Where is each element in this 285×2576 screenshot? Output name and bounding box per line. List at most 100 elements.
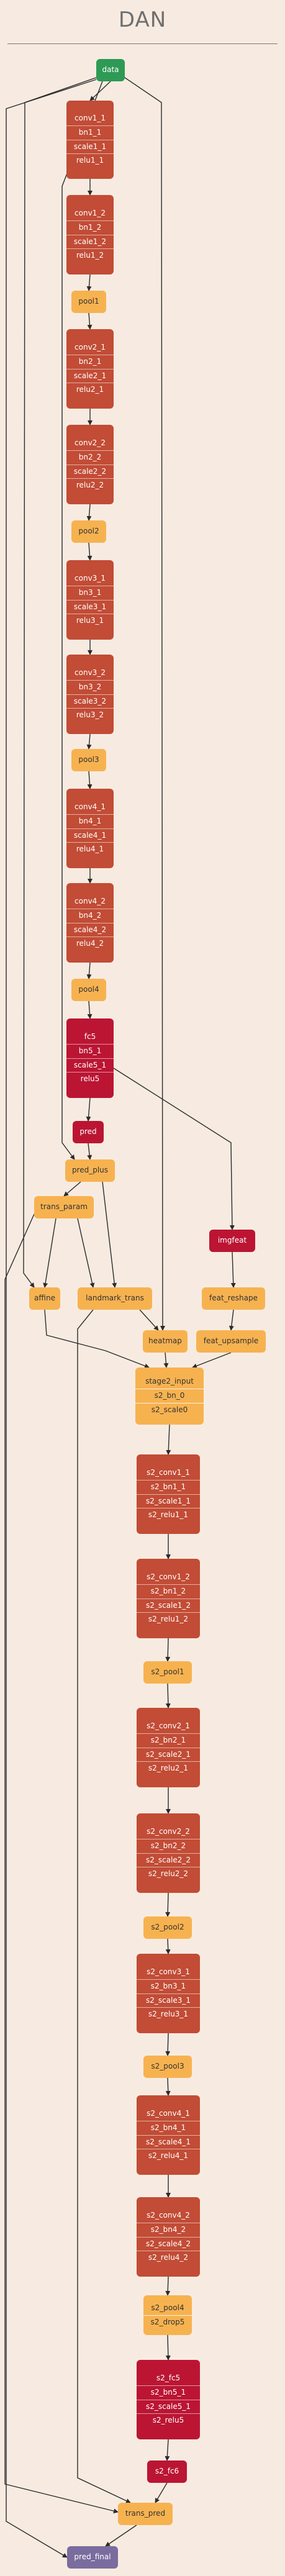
node-pool1: pool1: [71, 291, 106, 313]
node-label: s2_scale2_2: [137, 1853, 200, 1867]
node-label: s2_conv1_2: [147, 1572, 190, 1581]
node-label: s2_scale4_1: [137, 2134, 200, 2149]
edge-c1-2-to-pool1: [86, 274, 92, 291]
node-label: s2_pool2: [151, 1923, 184, 1932]
edge-imgfeat-to-feat-reshape: [230, 1251, 236, 1288]
node-label: s2_relu2_1: [137, 1761, 200, 1776]
node-label: relu1_1: [66, 153, 114, 168]
node-label: s2_relu3_1: [137, 2007, 200, 2021]
node-pool3: pool3: [71, 749, 106, 771]
node-label: pred: [79, 1127, 97, 1136]
node-label: pool4: [78, 985, 99, 994]
node-s2fc6: s2_fc6: [147, 2460, 187, 2483]
edge-pool3-to-c4-1: [87, 771, 93, 789]
edge-pool2-to-c3-1: [87, 542, 93, 561]
node-label: s2_fc5: [156, 2373, 181, 2382]
node-label: s2_scale2_1: [137, 1747, 200, 1762]
node-label: s2_conv1_1: [147, 1467, 190, 1477]
edge-trans-pred-to-pred-final: [105, 2524, 137, 2547]
edge-s2fc5-to-s2fc6: [165, 2439, 170, 2461]
edge-feat-upsample-to-stage2-input: [192, 1352, 232, 1369]
node-label: s2_bn5_1: [137, 2385, 200, 2400]
node-label: scale3_2: [66, 694, 114, 709]
node-label: bn3_2: [66, 679, 114, 694]
edge-pred-plus-to-landmark-trans: [102, 1181, 117, 1288]
node-label: s2_pool3: [151, 2062, 184, 2071]
node-affine: affine: [29, 1287, 60, 1310]
node-label: s2_conv3_1: [147, 1967, 190, 1976]
node-label: scale4_1: [66, 828, 114, 843]
node-s2pool2: s2_pool2: [143, 1916, 192, 1939]
node-label: s2_relu2_2: [137, 1867, 200, 1881]
node-label: conv3_2: [75, 668, 106, 677]
node-s2pool1: s2_pool1: [143, 1661, 192, 1684]
edge-data-to-affine: [23, 77, 97, 1288]
node-label: conv1_1: [75, 113, 106, 122]
node-label: s2_conv2_1: [147, 1721, 190, 1730]
node-label: feat_upsample: [203, 1336, 259, 1346]
edge-affine-to-stage2-input: [44, 1309, 150, 1369]
edge-trans-param-to-affine: [43, 1218, 57, 1288]
node-label: s2_bn4_2: [137, 2222, 200, 2237]
node-label: s2_scale0: [135, 1402, 204, 1417]
node-label: affine: [34, 1294, 55, 1303]
node-label: feat_reshape: [209, 1294, 258, 1303]
node-label: s2_bn_0: [135, 1389, 204, 1403]
node-imgfeat: imgfeat: [209, 1230, 255, 1252]
node-trans-pred: trans_pred: [118, 2503, 173, 2525]
node-label: scale2_2: [66, 464, 114, 479]
node-label: s2_relu4_2: [137, 2251, 200, 2265]
node-s2pool3: s2_pool3: [143, 2056, 192, 2078]
node-label: bn4_2: [66, 908, 114, 923]
edge-s2fc6-to-trans-pred: [155, 2482, 168, 2503]
node-label: heatmap: [148, 1336, 182, 1346]
node-feat-reshape: feat_reshape: [202, 1287, 265, 1310]
node-label: conv2_2: [75, 438, 106, 447]
node-label: relu2_2: [66, 478, 114, 492]
node-label: relu3_2: [66, 708, 114, 722]
node-label: relu4_1: [66, 842, 114, 856]
node-label: bn1_1: [66, 125, 114, 140]
node-label: s2_bn2_2: [137, 1838, 200, 1853]
title-divider: [7, 43, 278, 44]
node-label: landmark_trans: [86, 1294, 144, 1303]
node-label: s2_drop5: [143, 2315, 192, 2329]
edge-landmark-trans-to-heatmap: [139, 1309, 159, 1331]
node-label: conv4_1: [75, 802, 106, 811]
node-label: scale1_1: [66, 139, 114, 154]
edge-fc5-to-pred: [86, 1097, 91, 1122]
node-feat-upsample: feat_upsample: [196, 1330, 266, 1353]
edge-pred-to-pred-plus: [87, 1143, 93, 1160]
node-label: scale4_2: [66, 922, 114, 937]
node-label: bn5_1: [66, 1043, 114, 1058]
node-label: data: [102, 65, 119, 75]
node-label: s2_relu4_1: [137, 2149, 200, 2163]
node-label: s2_scale3_1: [137, 1993, 200, 2008]
node-label: s2_fc6: [155, 2467, 179, 2476]
node-label: pool1: [78, 297, 99, 306]
node-label: s2_bn4_1: [137, 2120, 200, 2135]
node-label: s2_scale5_1: [137, 2399, 200, 2414]
edge-trans-param-to-trans-pred: [4, 1213, 119, 2514]
edge-pred-plus-to-trans-param: [63, 1181, 81, 1197]
node-label: s2_scale1_1: [137, 1494, 200, 1508]
node-label: conv1_2: [75, 208, 106, 217]
node-label: conv4_2: [75, 896, 106, 905]
node-label: pool3: [78, 755, 99, 764]
node-pool2: pool2: [71, 520, 106, 543]
